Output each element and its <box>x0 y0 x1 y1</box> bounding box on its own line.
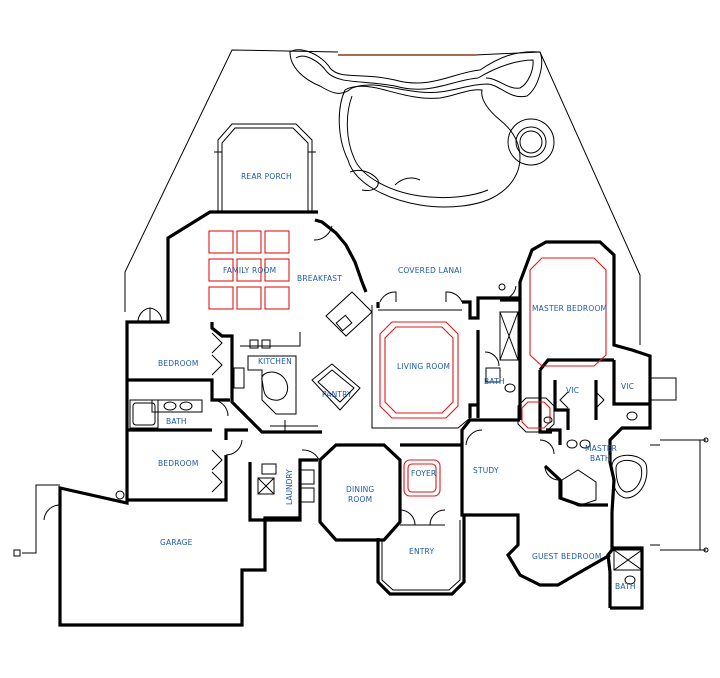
label-bedroom-2: BEDROOM <box>158 459 199 468</box>
label-dining-1: DINING <box>346 485 374 494</box>
bath-fixtures <box>129 311 648 585</box>
label-garage: GARAGE <box>160 538 193 547</box>
doors <box>43 225 605 526</box>
label-laundry: LAUNDRY <box>285 469 294 505</box>
living-tray-ceiling <box>379 321 459 419</box>
kitchen-fixtures <box>233 332 318 432</box>
living-room-walls <box>371 305 471 447</box>
exterior-walls <box>58 210 652 627</box>
site-outline <box>124 49 641 345</box>
label-master-bedroom: MASTER BEDROOM <box>532 304 607 313</box>
label-living-room: LIVING ROOM <box>397 362 450 371</box>
room-labels: REAR PORCH FAMILY ROOM BREAKFAST COVERED… <box>158 172 636 591</box>
label-bath-right: BATH <box>615 582 636 591</box>
label-study: STUDY <box>473 466 499 475</box>
label-kitchen: KITCHEN <box>258 357 292 366</box>
label-master-bath-2: BATH <box>590 454 611 463</box>
dining-octagon <box>318 443 402 542</box>
label-vic-1: VIC <box>566 386 579 395</box>
label-vic-2: VIC <box>621 382 634 391</box>
ceiling-grid <box>208 230 290 310</box>
master-tray-ceiling <box>529 257 607 367</box>
label-dining-2: ROOM <box>348 495 372 504</box>
label-covered-lanai: COVERED LANAI <box>398 266 462 275</box>
label-bedroom-1: BEDROOM <box>158 359 199 368</box>
label-rear-porch: REAR PORCH <box>241 172 292 181</box>
rear-porch <box>214 123 316 212</box>
pantry-walls <box>311 363 361 411</box>
center-bath-octagon <box>517 397 555 433</box>
side-deck <box>650 377 709 553</box>
label-family-room: FAMILY ROOM <box>223 266 276 275</box>
label-guest-bedroom: GUEST BEDROOM <box>532 552 602 561</box>
interior-walls <box>127 298 650 522</box>
label-entry: ENTRY <box>409 547 434 556</box>
breakfast-bay <box>325 291 373 337</box>
label-pantry: PANTRY <box>322 390 352 399</box>
laundry-fixtures <box>257 463 315 503</box>
label-master-bath-1: MASTER <box>585 444 617 453</box>
entry-bay <box>376 515 466 596</box>
foyer-tray-ceiling <box>403 459 441 497</box>
label-bath-center: BATH <box>484 377 505 386</box>
label-breakfast: BREAKFAST <box>297 274 342 283</box>
garage-side <box>13 283 506 557</box>
label-bath-left: BATH <box>166 417 187 426</box>
pool <box>289 49 555 208</box>
label-foyer: FOYER <box>411 469 436 478</box>
